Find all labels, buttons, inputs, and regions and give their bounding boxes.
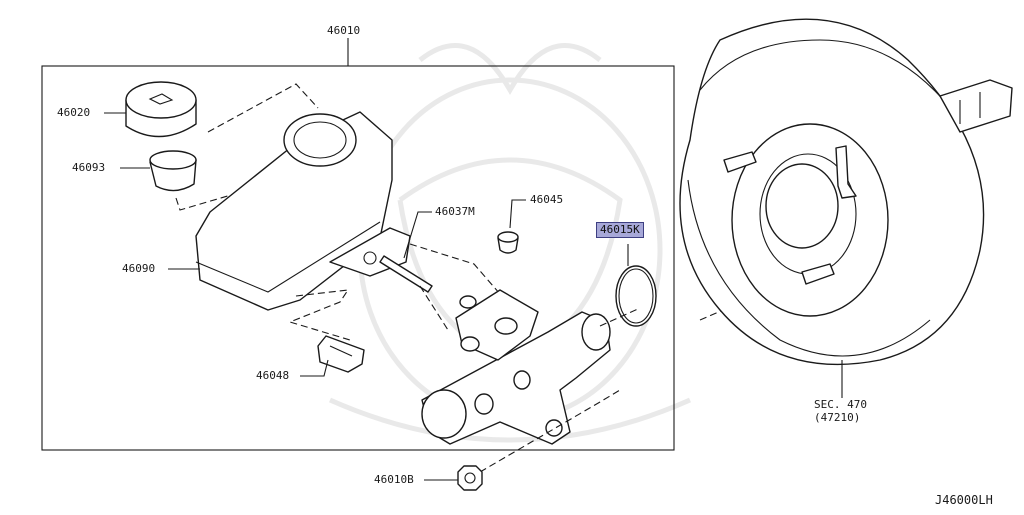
diagram-code: J46000LH	[935, 493, 993, 507]
strainer	[149, 150, 197, 192]
label-assembly: 46010	[327, 24, 361, 37]
label-pin[interactable]: 46037M	[435, 205, 475, 218]
seal-o-ring	[615, 265, 657, 327]
reservoir-cap	[125, 81, 197, 138]
label-cap[interactable]: 46020	[57, 106, 91, 119]
label-section-ref[interactable]: SEC. 470	[814, 398, 867, 411]
connector	[317, 335, 365, 373]
grommet	[497, 231, 519, 254]
label-seal-highlighted[interactable]: 46015K	[596, 222, 644, 238]
label-section-sub: (47210)	[814, 411, 861, 424]
master-cylinder	[421, 289, 611, 445]
label-nut[interactable]: 46010B	[374, 473, 414, 486]
label-connector[interactable]: 46048	[256, 369, 290, 382]
reservoir	[195, 111, 411, 311]
label-strainer[interactable]: 46093	[72, 161, 106, 174]
label-grommet[interactable]: 46045	[530, 193, 564, 206]
pin	[379, 255, 433, 293]
assembly-box	[41, 65, 675, 451]
flange-nut	[457, 465, 483, 491]
brake-booster	[679, 18, 1013, 366]
label-reservoir[interactable]: 46090	[122, 262, 156, 275]
